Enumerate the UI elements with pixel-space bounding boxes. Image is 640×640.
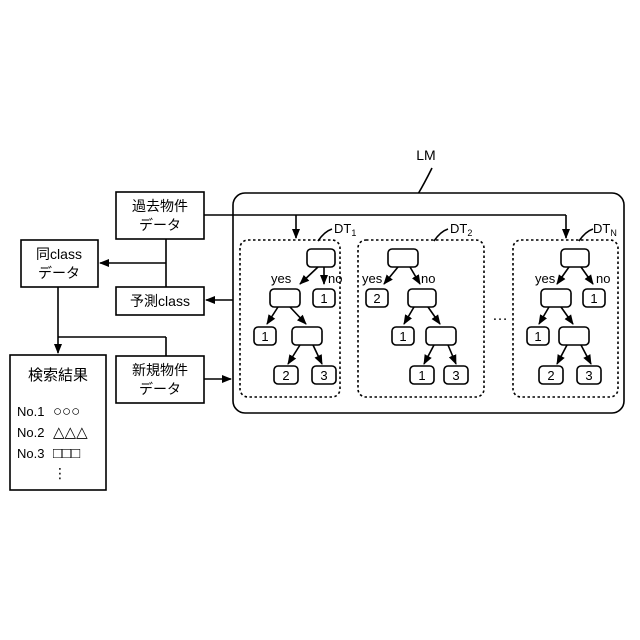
tree-dt2-no: no [421, 271, 435, 286]
new-data-label-1: 新規物件 [132, 362, 188, 378]
tree-dt2-leaf-d-text: 3 [452, 368, 459, 383]
tree-dtn-leaf-b-text: 1 [534, 329, 541, 344]
tree-dt1-root-node [307, 249, 335, 267]
search-results-box: 検索結果 No.1 ○○○ No.2 △△△ No.3 □□□ ⋮ [10, 355, 106, 490]
tree-dt1-leaf-b-text: 1 [261, 329, 268, 344]
result-marks-3: □□□ [53, 445, 80, 462]
tree-dt2-leaf-c-text: 1 [418, 368, 425, 383]
tree-dt2-node [408, 289, 436, 307]
tree-dtn-root-node [561, 249, 589, 267]
tree-dtn-leaf-c-text: 2 [547, 368, 554, 383]
result-no-2: No.2 [17, 425, 44, 440]
tree-dtn-leaf-d-text: 3 [585, 368, 592, 383]
lm-callout-line [418, 168, 432, 194]
same-class-label-1: 同class [36, 246, 82, 262]
new-data-box: 新規物件 データ [116, 356, 204, 403]
lm-label: LM [416, 147, 435, 163]
result-marks-1: ○○○ [53, 403, 80, 420]
tree-dtn-leaf-a-text: 1 [590, 291, 597, 306]
tree-dt1-node [270, 289, 300, 307]
same-class-label-2: データ [38, 265, 80, 281]
tree-dtn-yes: yes [535, 271, 556, 286]
tree-dt1-leaf-a-text: 1 [320, 291, 327, 306]
result-no-1: No.1 [17, 404, 44, 419]
predict-class-box: 予測class [116, 287, 204, 315]
past-data-box: 過去物件 データ [116, 192, 204, 239]
tree-dtn-node [541, 289, 571, 307]
result-no-3: No.3 [17, 446, 44, 461]
tree-dtn-node-2 [559, 327, 589, 345]
tree-dt1-yes: yes [271, 271, 292, 286]
tree-dt2-leaf-b-text: 1 [399, 329, 406, 344]
new-data-label-2: データ [139, 381, 181, 397]
result-marks-2: △△△ [53, 424, 88, 441]
tree-dt1-leaf-d-text: 3 [320, 368, 327, 383]
tree-dt2-node-2 [426, 327, 456, 345]
tree-dt2-root-node [388, 249, 418, 267]
past-data-label-1: 過去物件 [132, 198, 188, 214]
same-class-data-box: 同class データ [21, 240, 98, 287]
tree-dt2-leaf-a-text: 2 [373, 291, 380, 306]
results-more: ⋮ [53, 465, 67, 481]
predict-class-label: 予測class [130, 293, 190, 309]
tree-dt1-node-2 [292, 327, 322, 345]
trees-ellipsis: … [492, 307, 508, 324]
past-data-label-2: データ [139, 217, 181, 233]
tree-dtn-no: no [596, 271, 610, 286]
tree-dt1-leaf-c-text: 2 [282, 368, 289, 383]
tree-dt2-yes: yes [362, 271, 383, 286]
results-title: 検索結果 [28, 367, 88, 384]
tree-dt1-no: no [328, 271, 342, 286]
